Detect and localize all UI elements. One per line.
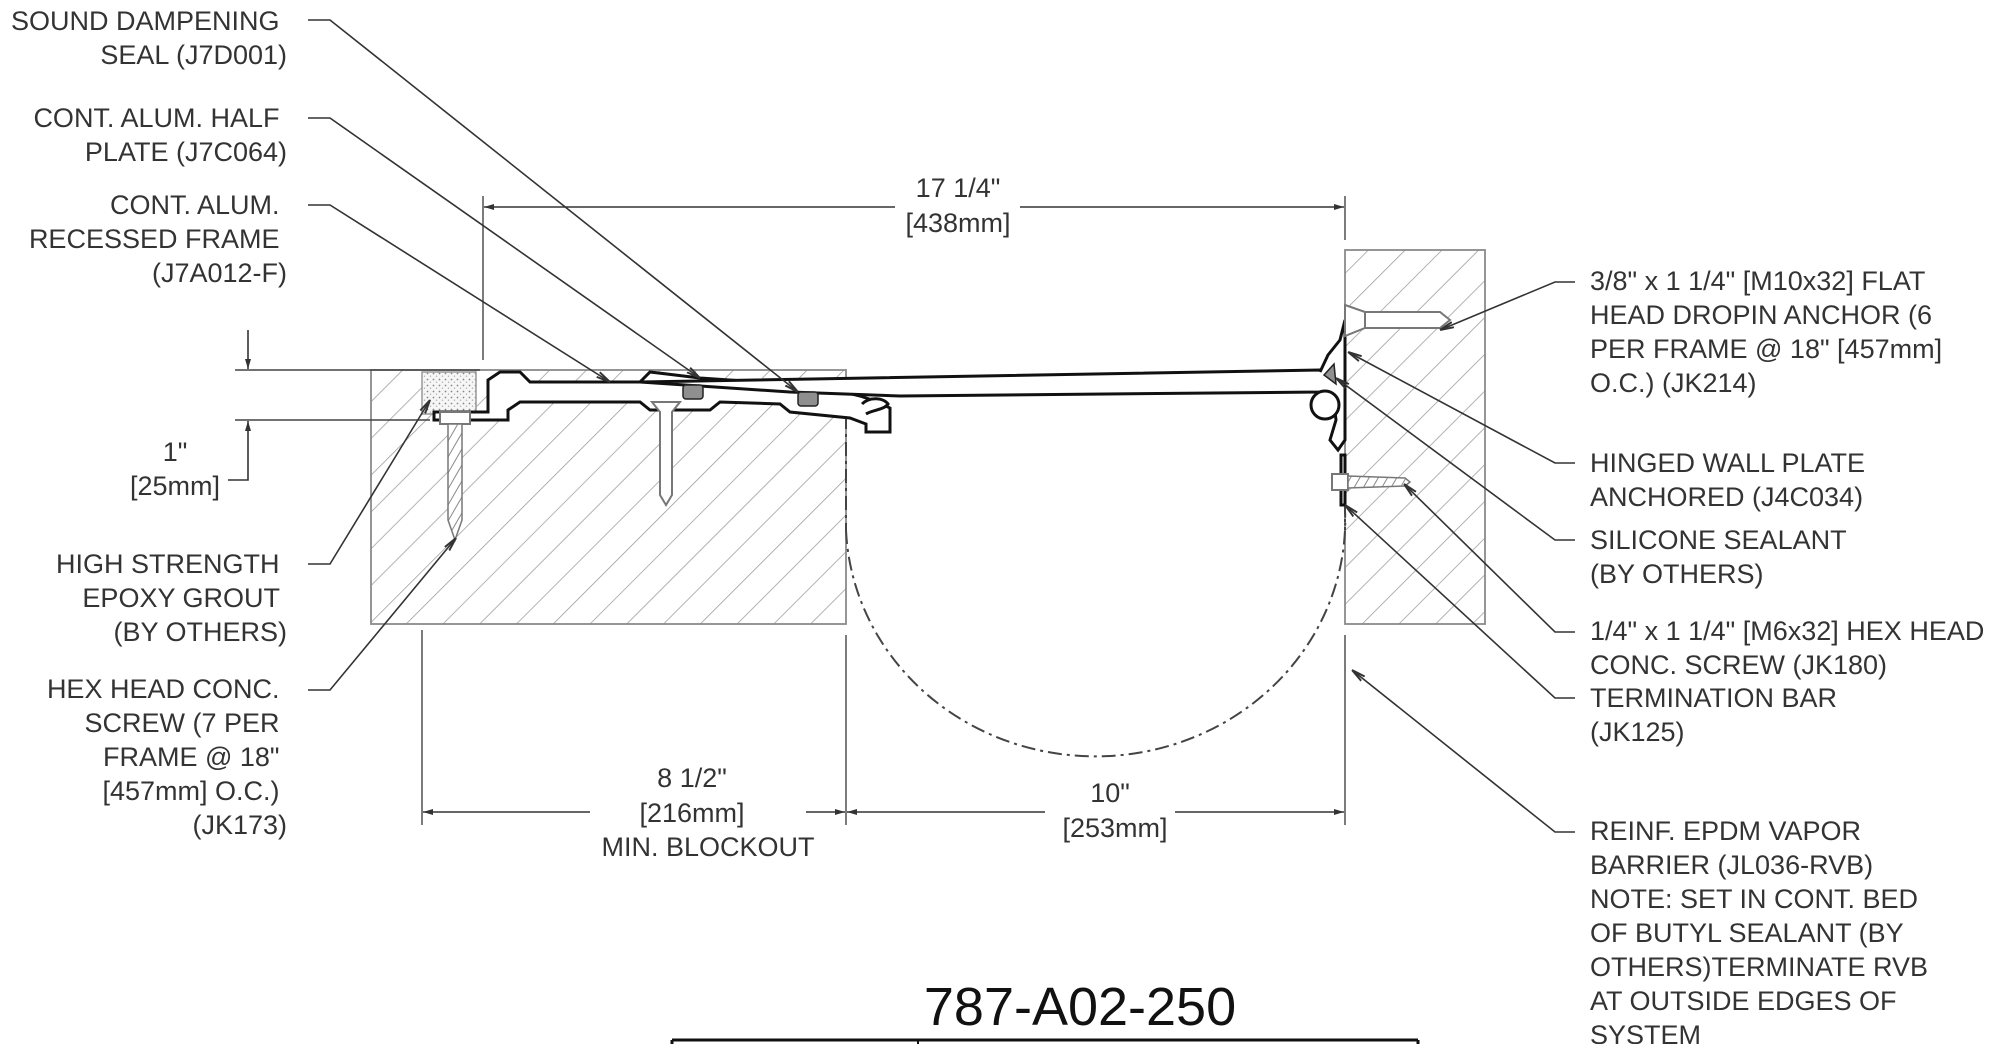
overall-dimension: 17 1/4" [438mm] bbox=[482, 173, 1346, 360]
svg-text:HIGH STRENGTH EPOXY GROU: HIGH STRENGTH EPOXY GROUT (BY OTHERS) bbox=[56, 549, 287, 647]
callout-vapor-barrier: REINF. EPDM VAPOR BARRIER (JL036-RVB) NO… bbox=[1352, 670, 1936, 1044]
callout-line: (JK173) bbox=[192, 810, 287, 840]
hinged-wall-plate-profile bbox=[1309, 319, 1347, 507]
callout-line: HEX HEAD CONC. bbox=[47, 674, 280, 704]
callout-line: ANCHORED (J4C034) bbox=[1590, 482, 1863, 512]
callout-line: SEAL (J7D001) bbox=[100, 40, 287, 70]
callout-line: HEAD DROPIN ANCHOR (6 bbox=[1590, 300, 1932, 330]
callout-half-plate: CONT. ALUM. HALF PLATE (J7C064) bbox=[33, 103, 700, 378]
callout-line: FRAME @ 18" bbox=[103, 742, 280, 772]
svg-text:1/4" x 1 1/4" [M6x32] HEX HEAD: 1/4" x 1 1/4" [M6x32] HEX HEAD CONC. SCR… bbox=[1590, 616, 1992, 680]
callout-line: CONC. SCREW (JK180) bbox=[1590, 650, 1887, 680]
svg-text:HINGED WALL PLATE ANCHOR: HINGED WALL PLATE ANCHORED (J4C034) bbox=[1590, 448, 1873, 512]
callout-line: O.C.) (JK214) bbox=[1590, 368, 1757, 398]
callout-line: PER FRAME @ 18" [457mm] bbox=[1590, 334, 1942, 364]
callout-epoxy-grout: HIGH STRENGTH EPOXY GROUT (BY OTHERS) bbox=[56, 400, 430, 647]
callout-hex-head-conc-screw: 1/4" x 1 1/4" [M6x32] HEX HEAD CONC. SCR… bbox=[1404, 484, 1992, 680]
callout-line: EPOXY GROUT bbox=[82, 583, 279, 613]
callout-line: NOTE: SET IN CONT. BED bbox=[1590, 884, 1918, 914]
callout-line: PLATE (J7C064) bbox=[85, 137, 287, 167]
depth-dimension-metric: [25mm] bbox=[130, 471, 220, 501]
callout-sound-dampening-seal: SOUND DAMPENING SEAL (J7D001) bbox=[11, 6, 798, 392]
callout-line: AT OUTSIDE EDGES OF bbox=[1590, 986, 1897, 1016]
blockout-dimension-metric: [216mm] bbox=[639, 798, 744, 828]
callout-line: (J7A012-F) bbox=[152, 258, 287, 288]
callout-hex-head-screw: HEX HEAD CONC. SCREW (7 PER FRAME @ 18" … bbox=[47, 538, 456, 840]
svg-text:HEX HEAD CONC. SCREW (7: HEX HEAD CONC. SCREW (7 PER FRAME @ 18" … bbox=[47, 674, 287, 840]
callout-line: OTHERS)TERMINATE RVB bbox=[1590, 952, 1928, 982]
blockout-dimension-note: MIN. BLOCKOUT bbox=[601, 832, 814, 862]
svg-text:TERMINATION BAR (JK125): TERMINATION BAR (JK125) bbox=[1590, 683, 1845, 747]
anchor-bolt-fastener bbox=[649, 401, 683, 507]
vapor-barrier-loop bbox=[845, 415, 1347, 758]
joint-dimension: 10" [253mm] bbox=[847, 635, 1346, 843]
callout-line: 1/4" x 1 1/4" [M6x32] HEX HEAD bbox=[1590, 616, 1984, 646]
callout-line: (BY OTHERS) bbox=[113, 617, 287, 647]
callout-termination-bar: TERMINATION BAR (JK125) bbox=[1345, 505, 1845, 747]
callout-line: [457mm] O.C.) bbox=[102, 776, 279, 806]
callout-line: 3/8" x 1 1/4" [M10x32] FLAT bbox=[1590, 266, 1925, 296]
title-block: 787-A02-250 bbox=[670, 977, 1420, 1044]
callout-line: BARRIER (JL036-RVB) bbox=[1590, 850, 1873, 880]
callout-line: TERMINATION BAR bbox=[1590, 683, 1837, 713]
callout-line: RECESSED FRAME bbox=[29, 224, 280, 254]
callout-line: SILICONE SEALANT bbox=[1590, 525, 1846, 555]
callout-line: (JK125) bbox=[1590, 717, 1685, 747]
depth-dimension: 1" [25mm] bbox=[130, 330, 480, 501]
svg-text:CONT. ALUM. RECESSED FRA: CONT. ALUM. RECESSED FRAME (J7A012-F) bbox=[29, 190, 287, 288]
svg-text:SOUND DAMPENING SEAL (J7: SOUND DAMPENING SEAL (J7D001) bbox=[11, 6, 287, 70]
callout-silicone-sealant: SILICONE SEALANT (BY OTHERS) bbox=[1336, 378, 1854, 589]
callout-line: SOUND DAMPENING bbox=[11, 6, 280, 36]
svg-text:SILICONE SEALANT (BY OTH: SILICONE SEALANT (BY OTHERS) bbox=[1590, 525, 1854, 589]
callout-line: OF BUTYL SEALANT (BY bbox=[1590, 918, 1904, 948]
callout-line: HINGED WALL PLATE bbox=[1590, 448, 1865, 478]
drawing-number: 787-A02-250 bbox=[924, 977, 1236, 1037]
callout-dropin-anchor: 3/8" x 1 1/4" [M10x32] FLAT HEAD DROPIN … bbox=[1440, 266, 1950, 398]
svg-text:REINF. EPDM VAPOR BARRI: REINF. EPDM VAPOR BARRIER (JL036-RVB) NO… bbox=[1590, 816, 1936, 1044]
epoxy-grout-fill bbox=[421, 371, 477, 415]
callout-line: SYSTEM bbox=[1590, 1020, 1701, 1044]
overall-dimension-metric: [438mm] bbox=[905, 208, 1010, 238]
blockout-dimension: 8 1/2" [216mm] MIN. BLOCKOUT bbox=[421, 630, 847, 862]
callout-line: (BY OTHERS) bbox=[1590, 559, 1764, 589]
hex-head-screw-fastener bbox=[439, 411, 471, 543]
joint-dimension-imperial: 10" bbox=[1090, 778, 1130, 808]
blockout-dimension-imperial: 8 1/2" bbox=[657, 763, 727, 793]
overall-dimension-imperial: 17 1/4" bbox=[916, 173, 1001, 203]
callout-line: CONT. ALUM. bbox=[110, 190, 280, 220]
depth-dimension-imperial: 1" bbox=[163, 437, 188, 467]
callout-line: REINF. EPDM VAPOR bbox=[1590, 816, 1861, 846]
callout-recessed-frame: CONT. ALUM. RECESSED FRAME (J7A012-F) bbox=[29, 190, 610, 382]
svg-text:3/8" x 1 1/4" [M10x32] FLAT: 3/8" x 1 1/4" [M10x32] FLAT HEAD DROPIN … bbox=[1590, 266, 1950, 398]
callout-line: SCREW (7 PER bbox=[84, 708, 279, 738]
callout-hinged-wall-plate: HINGED WALL PLATE ANCHORED (J4C034) bbox=[1348, 352, 1873, 512]
callout-line: HIGH STRENGTH bbox=[56, 549, 280, 579]
callout-line: CONT. ALUM. HALF bbox=[33, 103, 279, 133]
svg-text:CONT. ALUM. HALF PLATE (: CONT. ALUM. HALF PLATE (J7C064) bbox=[33, 103, 287, 167]
sound-dampening-seals bbox=[682, 384, 819, 407]
joint-dimension-metric: [253mm] bbox=[1062, 813, 1167, 843]
